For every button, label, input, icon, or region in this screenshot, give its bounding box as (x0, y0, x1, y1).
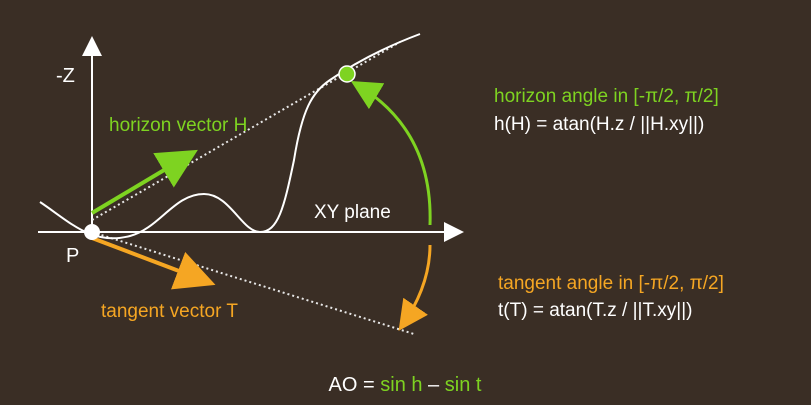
horizon-vector-label: horizon vector H (109, 115, 247, 136)
point-p (84, 224, 100, 240)
ao-term1: sin h (380, 374, 422, 396)
terrain-curve (39, 33, 421, 240)
z-axis-label: -Z (56, 65, 75, 87)
ao-operator: – (423, 374, 445, 396)
tangent-dotted-line (91, 231, 415, 335)
point-label: P (66, 245, 79, 267)
ao-prefix: AO = (329, 374, 381, 396)
tangent-vector-arrow (91, 236, 216, 290)
ao-term2: sin t (445, 374, 482, 396)
horizon-angle-formula: h(H) = atan(H.z / ||H.xy||) (494, 114, 704, 135)
tangent-angle-formula: t(T) = atan(T.z / ||T.xy||) (498, 300, 692, 321)
horizon-angle-title: horizon angle in [-π/2, π/2] (494, 86, 719, 107)
tangent-angle-title: tangent angle in [-π/2, π/2] (498, 273, 724, 294)
horizon-vector-arrow (90, 149, 198, 215)
xy-plane-label: XY plane (314, 202, 391, 223)
tangent-vector-label: tangent vector T (101, 301, 238, 322)
ao-formula: AO = sin h – sin t (329, 374, 482, 396)
horizon-angle-arc (350, 80, 432, 226)
horizon-point (338, 65, 356, 83)
tangent-angle-arc (398, 244, 432, 331)
